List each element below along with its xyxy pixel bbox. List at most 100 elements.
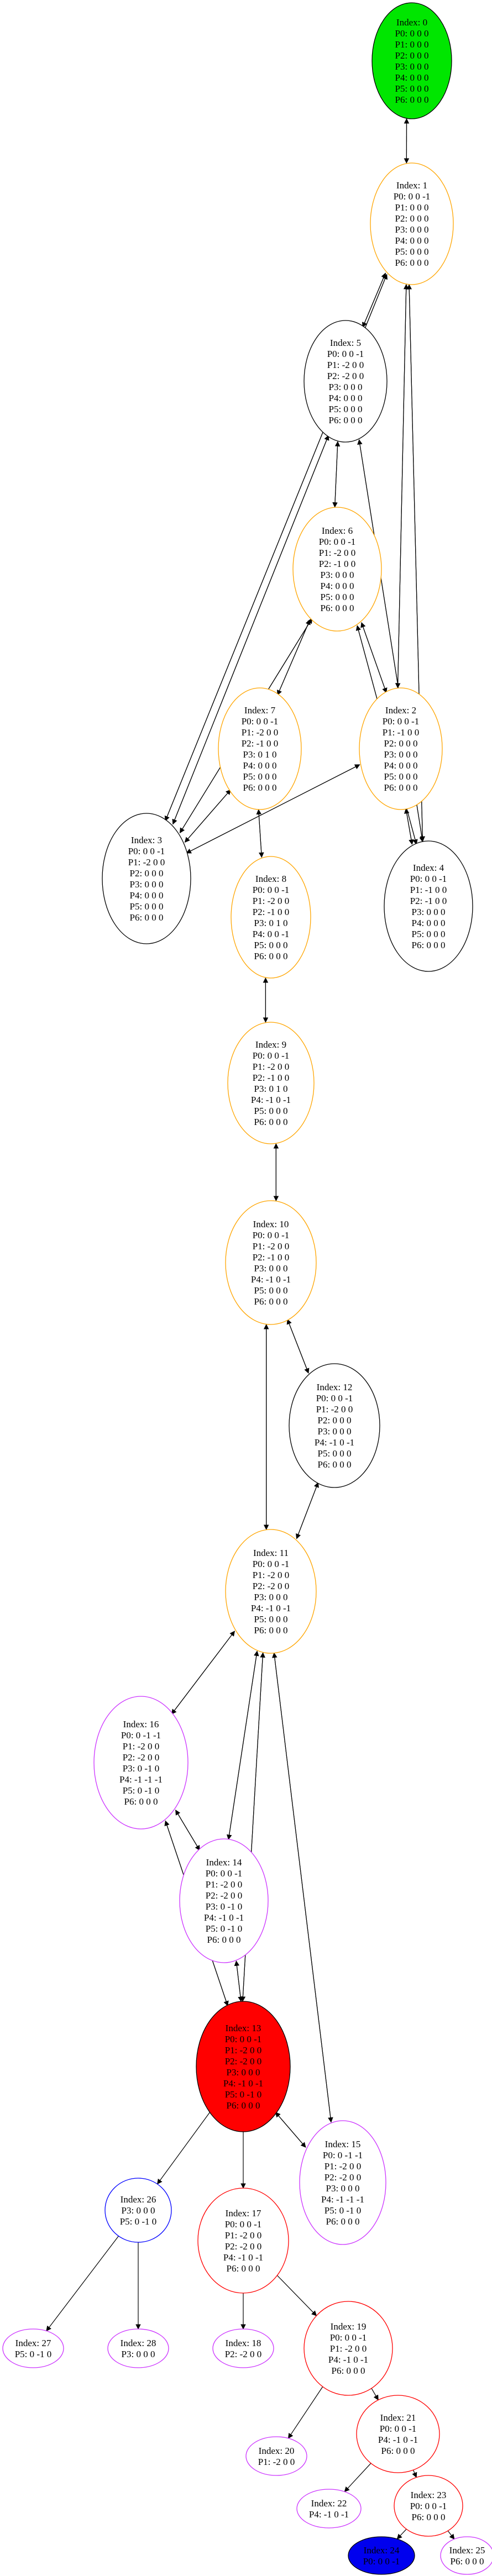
- node-value-label: P0: 0 0 -1: [206, 1868, 243, 1879]
- node-value-label: P0: 0 -1 -1: [121, 1730, 161, 1741]
- node-index-label: Index: 27: [15, 2338, 51, 2348]
- node-ellipse: [440, 2536, 492, 2575]
- graph-node-n8: Index: 8P0: 0 0 -1P1: -2 0 0P2: -1 0 0P3…: [231, 856, 311, 979]
- node-value-label: P2: -2 0 0: [225, 2241, 262, 2252]
- node-value-label: P1: -2 0 0: [253, 896, 290, 906]
- node-value-label: P5: 0 -1 0: [123, 1785, 160, 1796]
- node-value-label: P3: 0 0 0: [384, 749, 418, 760]
- node-value-label: P6: 0 0 0: [412, 940, 446, 950]
- node-value-label: P5: 0 0 0: [254, 1106, 288, 1116]
- node-value-label: P0: 0 0 -1: [394, 191, 431, 202]
- node-value-label: P1: -2 0 0: [324, 2161, 362, 2172]
- node-value-label: P5: 0 0 0: [254, 1285, 288, 1296]
- node-ellipse: [179, 1838, 269, 1963]
- node-ellipse: [104, 2178, 172, 2243]
- graph-node-n9: Index: 9P0: 0 0 -1P1: -2 0 0P2: -1 0 0P3…: [227, 1022, 315, 1144]
- node-index-label: Index: 16: [123, 1719, 159, 1729]
- edge-n15-n11: [272, 1652, 332, 2122]
- node-value-label: P5: 0 0 0: [329, 404, 363, 414]
- edge-n19-n21: [371, 2388, 379, 2401]
- node-ellipse: [303, 320, 388, 443]
- node-ellipse: [384, 840, 473, 972]
- node-ellipse: [348, 2536, 415, 2575]
- edge-n8-n7: [256, 809, 262, 858]
- node-ellipse: [102, 813, 191, 944]
- edge-n2-n1: [397, 283, 409, 688]
- edge-n21-n22: [344, 2463, 371, 2493]
- node-value-label: P2: -1 0 0: [410, 896, 447, 906]
- node-value-label: P6: 0 0 0: [124, 1796, 158, 1807]
- node-ellipse: [93, 1696, 189, 1830]
- node-value-label: P5: 0 -1 0: [120, 2216, 157, 2227]
- node-value-label: P5: 0 0 0: [318, 1448, 352, 1459]
- node-index-label: Index: 28: [121, 2338, 156, 2348]
- node-value-label: P6: 0 0 0: [332, 2365, 365, 2376]
- edge-n3-n7: [185, 789, 231, 843]
- node-value-label: P5: 0 0 0: [254, 1614, 288, 1625]
- node-value-label: P2: -1 0 0: [253, 907, 290, 917]
- node-value-label: P2: 0 0 0: [130, 868, 164, 879]
- node-value-label: P4: -1 0 -1: [251, 1603, 291, 1613]
- node-value-label: P2: -2 0 0: [324, 2172, 362, 2183]
- node-value-label: P1: -2 0 0: [253, 1570, 290, 1580]
- node-value-label: P0: 0 0 -1: [225, 2034, 262, 2044]
- node-index-label: Index: 5: [330, 338, 361, 348]
- node-value-label: P4: -1 0 -1: [328, 2354, 368, 2365]
- node-value-label: P4: -1 -1 -1: [321, 2194, 364, 2205]
- node-value-label: P2: -2 0 0: [225, 2056, 262, 2067]
- graph-node-n1: Index: 1P0: 0 0 -1P1: 0 0 0P2: 0 0 0P3: …: [370, 162, 454, 285]
- node-value-label: P0: 0 0 -1: [128, 846, 165, 856]
- edge-n3-n5: [172, 435, 329, 824]
- node-index-label: Index: 21: [380, 2412, 416, 2423]
- node-index-label: Index: 20: [259, 2446, 295, 2456]
- node-index-label: Index: 3: [131, 835, 162, 845]
- edge-n13-n14: [234, 1960, 242, 2002]
- edge-n21-n23: [412, 2469, 417, 2478]
- node-value-label: P0: 0 0 -1: [319, 537, 356, 547]
- node-value-label: P1: -1 0 0: [410, 885, 447, 895]
- graph-node-n3: Index: 3P0: 0 0 -1P1: -2 0 0P2: 0 0 0P3:…: [102, 813, 191, 944]
- node-index-label: Index: 23: [411, 2490, 447, 2500]
- node-index-label: Index: 15: [325, 2139, 361, 2149]
- edge-n17-n19: [276, 2275, 317, 2316]
- node-value-label: P2: -1 0 0: [242, 738, 279, 749]
- node-value-label: P6: 0 0 0: [254, 1296, 288, 1307]
- node-value-label: P5: 0 -1 0: [206, 1923, 243, 1934]
- node-value-label: P0: 0 0 -1: [316, 1393, 353, 1403]
- node-index-label: Index: 1: [396, 180, 427, 191]
- node-value-label: P6: 0 0 0: [451, 2556, 484, 2567]
- edge-n7-n6: [277, 619, 311, 696]
- node-index-label: Index: 26: [121, 2194, 156, 2205]
- edge-n23-n25: [447, 2530, 455, 2540]
- node-value-label: P2: 0 0 0: [395, 213, 429, 224]
- node-value-label: P4: -1 0 -1: [315, 1437, 354, 1448]
- edge-n6-n5: [334, 441, 341, 507]
- node-ellipse: [296, 2489, 362, 2528]
- node-value-label: P3: 0 0 0: [318, 1426, 352, 1437]
- node-ellipse: [299, 2120, 386, 2245]
- node-value-label: P3: 0 0 0: [130, 879, 164, 890]
- node-ellipse: [225, 1529, 317, 1654]
- node-value-label: P6: 0 0 0: [329, 415, 363, 425]
- node-value-label: P6: 0 0 0: [227, 2263, 260, 2274]
- node-value-label: P0: 0 -1 -1: [323, 2150, 363, 2160]
- graph-node-n4: Index: 4P0: 0 0 -1P1: -1 0 0P2: -1 0 0P3…: [384, 840, 473, 972]
- node-value-label: P1: -2 0 0: [330, 2343, 367, 2354]
- node-value-label: P0: 0 0 -1: [410, 2501, 447, 2511]
- node-index-label: Index: 6: [322, 525, 353, 536]
- node-value-label: P4: -1 0 -1: [251, 1095, 291, 1105]
- node-value-label: P4: 0 0 0: [395, 235, 429, 246]
- node-value-label: P4: -1 -1 -1: [119, 1774, 163, 1785]
- node-value-label: P5: 0 0 0: [395, 246, 429, 257]
- node-ellipse: [2, 2328, 64, 2368]
- node-value-label: P3: 0 0 0: [254, 1592, 288, 1602]
- node-value-label: P0: 0 0 -1: [330, 2332, 367, 2343]
